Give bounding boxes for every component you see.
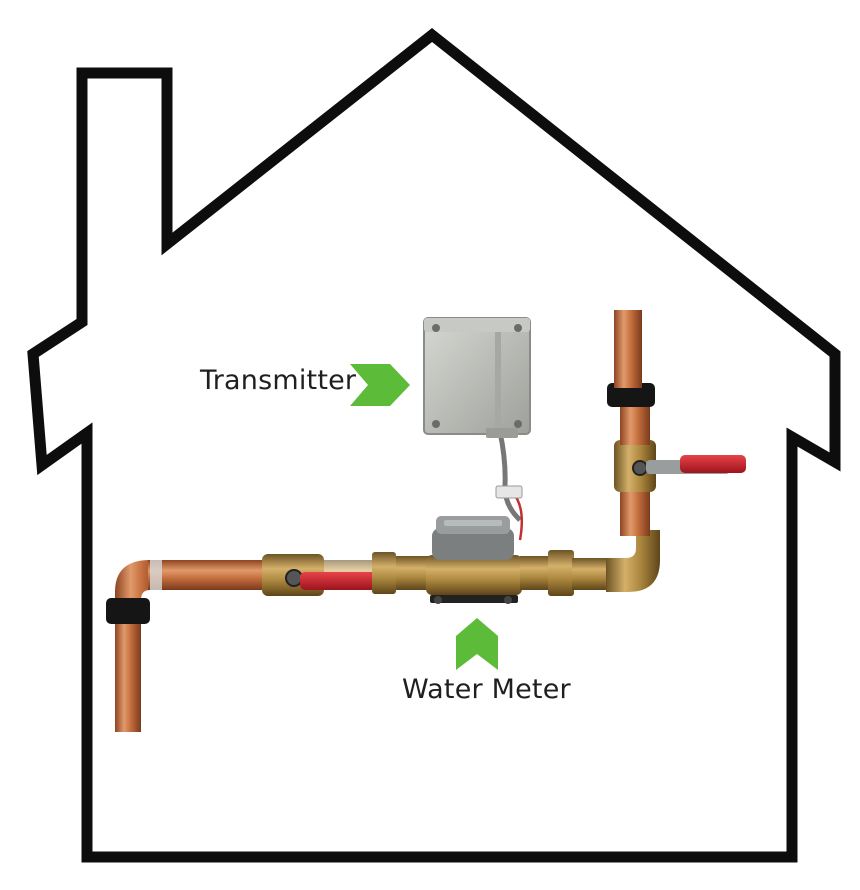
- transmitter-box: [423, 317, 531, 541]
- riser-pipe: [607, 310, 746, 536]
- transmitter-label: Transmitter: [200, 365, 357, 396]
- water-meter: [426, 516, 522, 604]
- house-outline-icon: [27, 27, 841, 863]
- arrow-right-icon: [350, 364, 410, 406]
- water-meter-label: Water Meter: [402, 674, 571, 705]
- left-supply-pipe: [106, 560, 268, 732]
- arrow-up-icon: [456, 618, 498, 670]
